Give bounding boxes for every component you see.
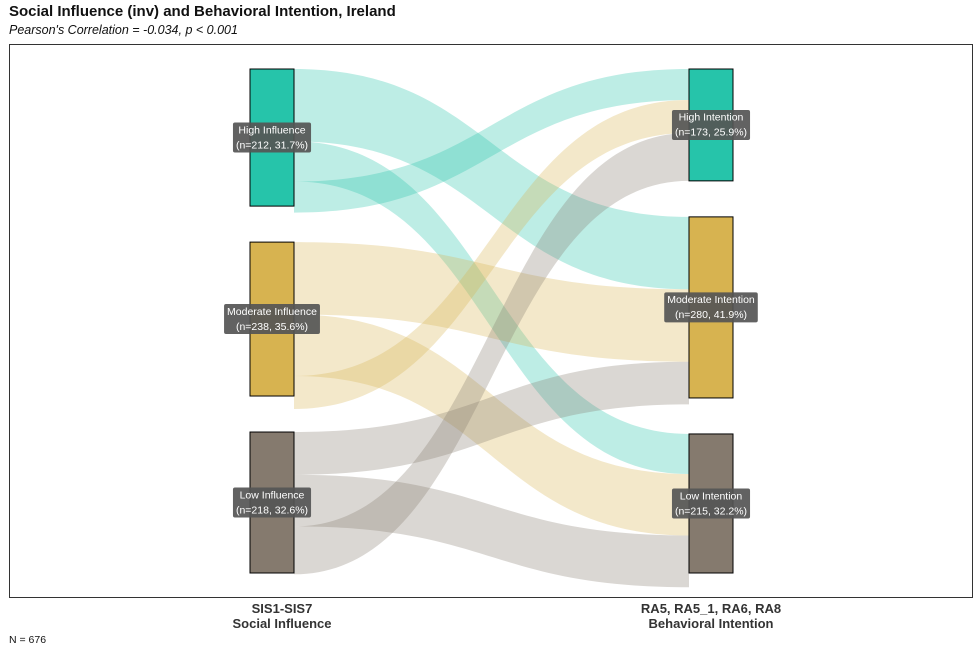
- right-node-name-high: High Intention: [679, 112, 744, 124]
- left-node-stat-moderate: (n=238, 35.6%): [236, 321, 308, 333]
- left-node-stat-low: (n=218, 32.6%): [236, 504, 308, 516]
- right-node-label-bg-high: [671, 109, 751, 140]
- flow-high-to-moderate: [294, 69, 689, 290]
- left-node-label-moderate: Moderate Influence (n=238, 35.6%): [224, 304, 320, 335]
- left-node-label-high: High Influence (n=212, 31.7%): [232, 122, 312, 153]
- x-axis-right-line1: RA5, RA5_1, RA6, RA8: [640, 601, 782, 616]
- right-node-name-low: Low Intention: [680, 490, 743, 502]
- flow-low-to-low: [294, 474, 689, 588]
- left-node-name-moderate: Moderate Influence: [227, 306, 317, 318]
- flow-moderate-to-high: [294, 100, 689, 409]
- flow-low-to-high: [294, 133, 689, 575]
- right-node-label-low: Low Intention (n=215, 32.2%): [671, 488, 751, 519]
- right-node-stat-moderate: (n=280, 41.9%): [675, 309, 747, 321]
- left-node-label-bg-moderate: [224, 304, 320, 335]
- right-node-name-moderate: Moderate Intention: [667, 294, 755, 306]
- left-node-name-high: High Influence: [238, 124, 305, 136]
- left-node-stat-high: (n=212, 31.7%): [236, 139, 308, 151]
- x-axis-label-left: SIS1-SIS7 Social Influence: [152, 601, 412, 631]
- x-axis-right-line2: Behavioral Intention: [648, 616, 774, 631]
- left-node-label-bg-low: [232, 487, 312, 518]
- chart-subtitle: Pearson's Correlation = -0.034, p < 0.00…: [9, 23, 238, 37]
- x-axis-left-line1: SIS1-SIS7: [251, 601, 313, 616]
- sample-size-caption: N = 676: [9, 634, 47, 646]
- flow-high-to-high: [294, 69, 689, 213]
- flow-high-to-low: [294, 141, 689, 475]
- flow-low-to-moderate: [294, 361, 689, 475]
- plot-border: [9, 44, 973, 598]
- right-node-label-bg-low: [671, 488, 751, 519]
- flow-moderate-to-moderate: [294, 242, 689, 362]
- x-axis-left-line2: Social Influence: [232, 616, 332, 631]
- right-node-stat-low: (n=215, 32.2%): [675, 505, 747, 517]
- left-node-label-low: Low Influence (n=218, 32.6%): [232, 487, 312, 518]
- flow-moderate-to-low: [294, 314, 689, 536]
- label-layer: High Influence (n=212, 31.7%) Moderate Inf…: [224, 109, 758, 519]
- chart-title: Social Influence (inv) and Behavioral In…: [9, 3, 396, 20]
- right-node-label-bg-moderate: [664, 292, 758, 323]
- x-axis-label-right: RA5, RA5_1, RA6, RA8 Behavioral Intentio…: [581, 601, 841, 631]
- flow-layer: [294, 69, 689, 588]
- right-node-label-high: High Intention (n=173, 25.9%): [671, 109, 751, 140]
- left-node-label-bg-high: [232, 122, 312, 153]
- right-node-label-moderate: Moderate Intention (n=280, 41.9%): [664, 292, 758, 323]
- left-node-name-low: Low Influence: [240, 489, 305, 501]
- right-node-stat-high: (n=173, 25.9%): [675, 127, 747, 139]
